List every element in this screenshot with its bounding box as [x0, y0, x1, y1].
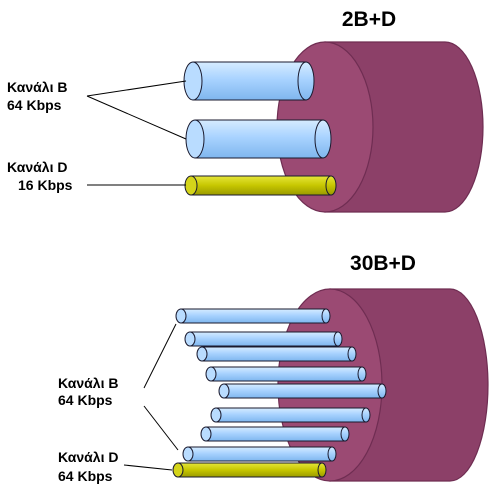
bri-b-label-rate: 64 Kbps [7, 97, 62, 113]
bri-title: 2B+D [342, 8, 396, 31]
pri-b-channel-tube [205, 366, 367, 382]
bri-b-channel-1 [183, 61, 315, 101]
bri-b-label-name: Κανάλι B [7, 79, 67, 95]
pri-b-channel-tube [210, 407, 371, 423]
pri-b-channel-tube [200, 426, 350, 442]
bri-d-channel [184, 175, 337, 196]
bri-d-label-name: Κανάλι D [7, 159, 67, 175]
pri-b-label-name: Κανάλι B [58, 375, 118, 391]
pri-b-channel-tube [184, 331, 343, 347]
pri-d-label-rate: 64 Kbps [58, 468, 113, 484]
pri-b-channel-tube [175, 308, 331, 324]
pri-d-channel [172, 462, 327, 478]
pri-b-channel-tube [196, 346, 357, 362]
pri-b-channel-tube [182, 446, 337, 462]
pri-b-channel-tube [218, 383, 387, 399]
pri-d-label-name: Κανάλι D [58, 449, 118, 465]
pri-cable-group: 30B+D Κανάλι B 64 Kbps Κανάλι D 64 Kbps [58, 252, 489, 484]
pri-b-channel-tubes [175, 308, 387, 462]
bri-b-channel-2 [185, 119, 332, 159]
bri-b-leader-2 [86, 95, 187, 140]
bri-cable-group: 2B+D Κανάλι B 64 Kbps Κανάλι D 16 Kbps [7, 8, 484, 213]
pri-b-leader-1 [143, 323, 177, 389]
pri-b-label-rate: 64 Kbps [58, 392, 113, 408]
pri-d-leader [123, 464, 173, 471]
pri-title: 30B+D [350, 252, 416, 275]
pri-b-leader-2 [143, 405, 179, 451]
bri-b-leader-1 [86, 80, 187, 97]
bri-d-label-rate: 16 Kbps [18, 177, 73, 193]
